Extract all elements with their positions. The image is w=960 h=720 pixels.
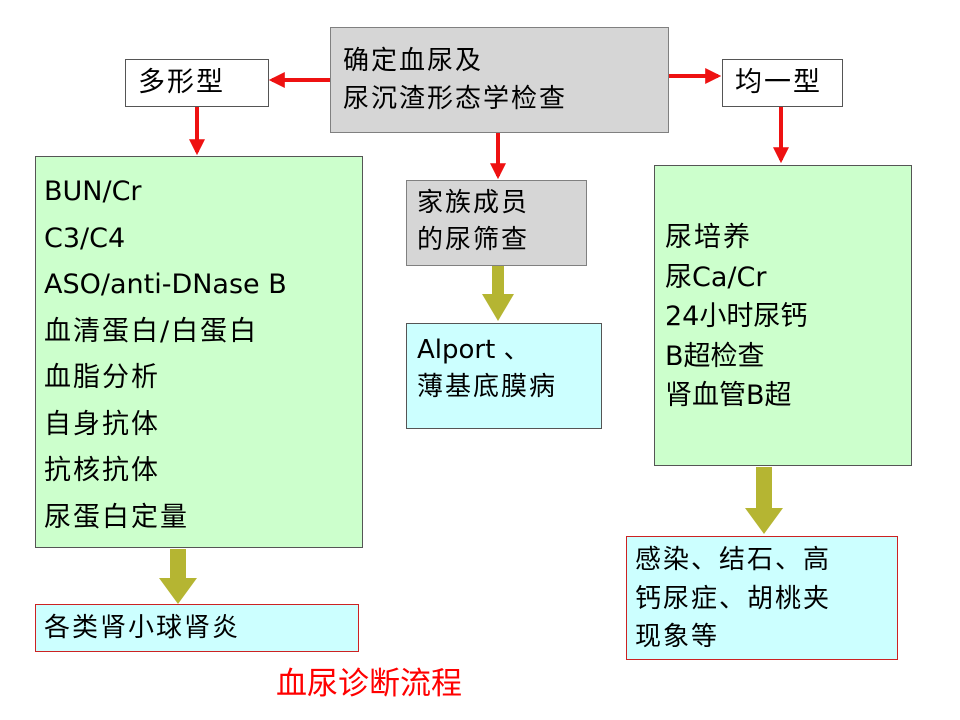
arrow-family-to-alport — [482, 266, 514, 321]
glomerulo-node: 各类肾小球肾炎 — [35, 604, 359, 652]
polymorphic-node: 多形型 — [125, 59, 269, 107]
left-test-item: 血清蛋白/白蛋白 — [44, 315, 259, 347]
alport-line-1: Alport 、 — [417, 335, 530, 365]
right-test-item: 24小时尿钙 — [665, 301, 808, 332]
right-test-item: B超检查 — [665, 340, 765, 372]
left-test-item: C3/C4 — [44, 222, 126, 254]
left-test-item: 抗核抗体 — [44, 455, 160, 486]
other-line-3: 现象等 — [635, 622, 720, 652]
other-line-1: 感染、结石、高 — [635, 545, 832, 575]
alport-line-2: 薄基底膜病 — [417, 372, 558, 402]
left-test-item: 自身抗体 — [44, 408, 160, 440]
glomerulo-label: 各类肾小球肾炎 — [44, 613, 241, 643]
left-tests-node: BUN/Cr C3/C4 ASO/anti-DNase B 血清蛋白/白蛋白 血… — [35, 156, 363, 548]
other-line-2: 钙尿症、胡桃夹 — [635, 583, 832, 614]
uniform-node: 均一型 — [722, 59, 843, 107]
left-test-item: 尿蛋白定量 — [44, 501, 189, 533]
left-test-item: 血脂分析 — [44, 362, 160, 393]
left-test-item: ASO/anti-DNase B — [44, 269, 287, 300]
family-node: 家族成员 的尿筛查 — [406, 180, 587, 266]
start-node: 确定血尿及 尿沉渣形态学检查 — [330, 27, 669, 133]
diagram-title: 血尿诊断流程 — [276, 666, 462, 702]
arrow-tests-to-other — [745, 467, 783, 534]
polymorphic-label: 多形型 — [138, 67, 225, 98]
right-tests-node: 尿培养 尿Ca/Cr 24小时尿钙 B超检查 肾血管B超 — [654, 165, 912, 466]
family-line-1: 家族成员 — [417, 188, 530, 218]
start-line-1: 确定血尿及 — [343, 46, 484, 76]
right-test-item: 肾血管B超 — [665, 380, 792, 411]
uniform-label: 均一型 — [735, 67, 822, 98]
arrow-tests-to-glomerulo — [159, 549, 197, 604]
right-test-item: 尿培养 — [665, 222, 752, 253]
left-test-item: BUN/Cr — [44, 176, 142, 207]
other-causes-node: 感染、结石、高 钙尿症、胡桃夹 现象等 — [626, 536, 898, 660]
family-line-2: 的尿筛查 — [417, 225, 530, 255]
start-line-2: 尿沉渣形态学检查 — [343, 84, 568, 114]
right-test-item: 尿Ca/Cr — [665, 261, 767, 293]
alport-node: Alport 、 薄基底膜病 — [406, 323, 602, 429]
